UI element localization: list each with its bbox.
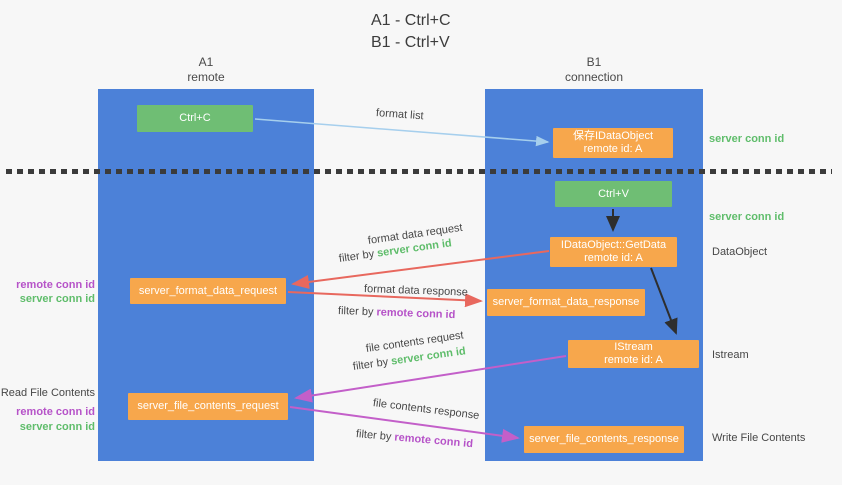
node-istream-line2: remote id: A <box>604 354 663 366</box>
filter-by-text: filter by <box>338 248 375 265</box>
node-getdata-line2: remote id: A <box>584 252 643 264</box>
filter-by-text: filter by <box>337 305 374 319</box>
lane-a1-name: A1 <box>198 55 214 69</box>
label-file-contents-response: file contents response <box>372 397 480 422</box>
annotation-write-file-contents: Write File Contents <box>712 432 806 444</box>
node-ctrl-v: Ctrl+V <box>555 181 672 207</box>
title-line-1: A1 - Ctrl+C <box>371 12 451 29</box>
annotation-remote-conn-id-top: remote conn id <box>16 279 95 291</box>
annotation-server-conn-id-mid: server conn id <box>709 211 785 223</box>
node-server-format-data-response: server_format_data_response <box>487 289 645 316</box>
node-file-response-label: server_file_contents_response <box>529 433 679 445</box>
label-format-data-response: format data response <box>363 283 469 299</box>
node-format-response-label: server_format_data_response <box>492 296 640 308</box>
diagram-title: A1 - Ctrl+C B1 - Ctrl+V <box>371 10 451 54</box>
node-istream: IStream remote id: A <box>568 340 699 368</box>
node-getdata-line1: IDataObject::GetData <box>560 239 667 251</box>
node-server-file-contents-request: server_file_contents_request <box>128 393 288 420</box>
lane-b1-name: B1 <box>586 55 602 69</box>
lane-a1-subtitle: remote <box>187 70 225 84</box>
lane-header-a1: A1 remote <box>98 55 314 85</box>
annotation-dataobject: DataObject <box>712 246 768 258</box>
filter-by-text: filter by <box>355 428 392 444</box>
node-istream-line1: IStream <box>614 341 653 353</box>
node-server-format-data-request: server_format_data_request <box>130 278 286 304</box>
node-ctrl-v-label: Ctrl+V <box>598 187 629 200</box>
remote-conn-id-text: remote conn id <box>376 306 456 322</box>
node-save-idataobject-line2: remote id: A <box>583 143 643 155</box>
node-save-idataobject-line1: 保存IDataObject <box>572 130 654 142</box>
node-format-request-label: server_format_data_request <box>138 284 278 297</box>
dotted-separator-line <box>6 169 832 174</box>
annotation-istream: Istream <box>712 349 749 361</box>
node-ctrl-c-label: Ctrl+C <box>179 112 211 124</box>
node-save-idataobject: 保存IDataObject remote id: A <box>553 128 673 158</box>
node-file-request-label: server_file_contents_request <box>137 400 279 412</box>
label-filter-format-response: filter by remote conn id <box>338 305 456 321</box>
title-line-2: B1 - Ctrl+V <box>371 34 450 51</box>
remote-conn-id-text: remote conn id <box>393 431 474 451</box>
lane-header-b1: B1 connection <box>485 55 703 85</box>
annotation-server-conn-id-left-bottom: server conn id <box>19 421 95 433</box>
node-ctrl-c: Ctrl+C <box>137 105 253 132</box>
label-filter-file-response: filter by remote conn id <box>355 428 473 450</box>
lane-b1-subtitle: connection <box>564 70 624 84</box>
label-format-list: format list <box>375 107 424 123</box>
annotation-server-conn-id-top: server conn id <box>709 133 785 145</box>
annotation-read-file-contents: Read File Contents <box>0 387 95 399</box>
node-server-file-contents-response: server_file_contents_response <box>524 426 684 453</box>
annotation-server-conn-id-left-top: server conn id <box>19 293 95 305</box>
filter-by-text: filter by <box>352 356 389 373</box>
node-idataobject-getdata: IDataObject::GetData remote id: A <box>550 237 677 267</box>
annotation-remote-conn-id-bottom: remote conn id <box>16 406 95 418</box>
